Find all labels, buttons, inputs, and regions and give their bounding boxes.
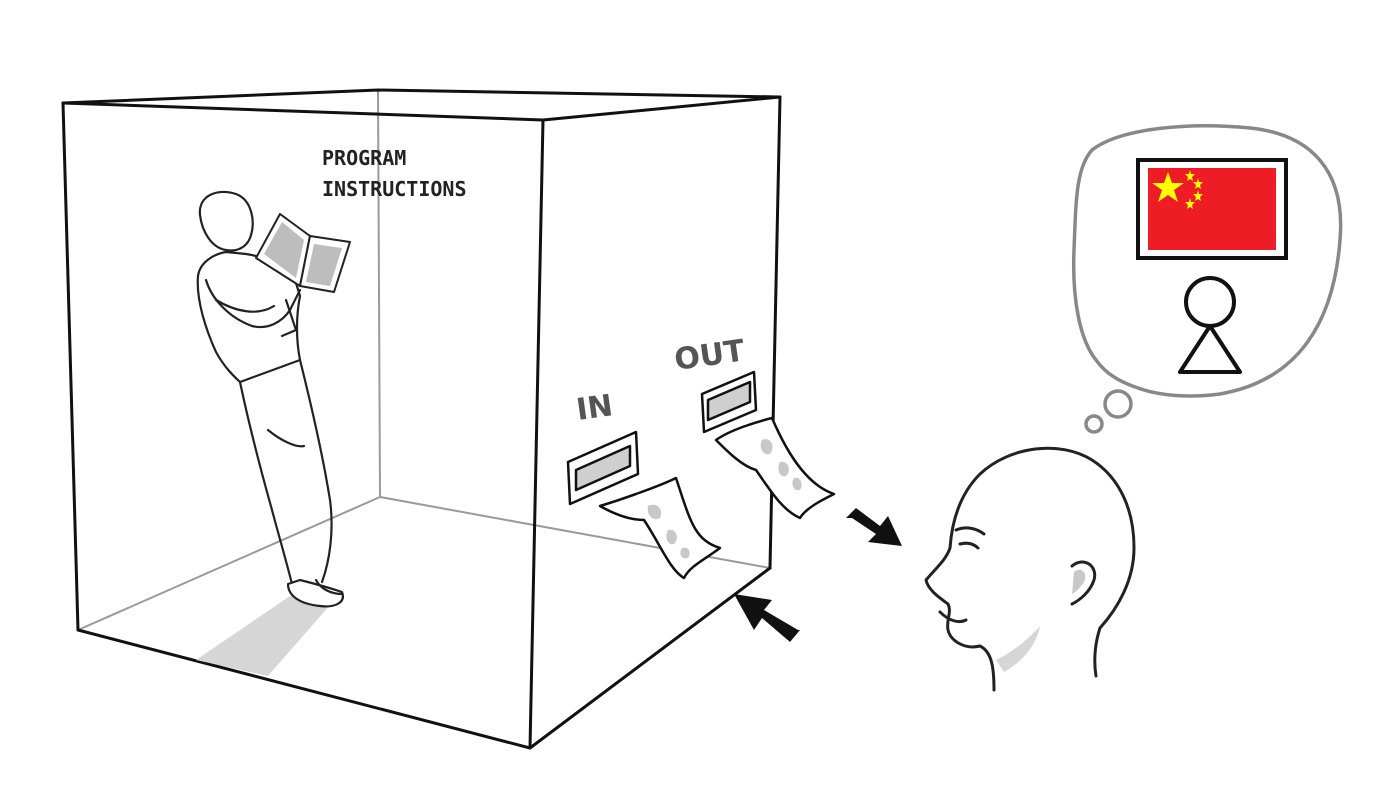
slot-out bbox=[700, 370, 758, 434]
neck-shade bbox=[996, 626, 1040, 672]
input-note bbox=[598, 476, 722, 580]
reading-person bbox=[196, 190, 344, 608]
room-box bbox=[61, 88, 782, 750]
ear-shade bbox=[1072, 569, 1086, 594]
slot-in bbox=[566, 430, 640, 506]
output-note bbox=[714, 416, 836, 520]
program-label-line2: INSTRUCTIONS bbox=[322, 177, 467, 201]
observer-head bbox=[924, 446, 1136, 692]
floor-shadow bbox=[196, 596, 330, 676]
person-icon bbox=[1178, 276, 1242, 374]
instruction-book bbox=[255, 213, 351, 293]
arrow-to-room-icon bbox=[734, 594, 800, 642]
china-flag-icon bbox=[1136, 158, 1288, 260]
arrow-to-person-icon bbox=[846, 508, 902, 546]
slot-in-label: IN bbox=[574, 388, 615, 428]
slot-out-label: OUT bbox=[672, 333, 747, 378]
program-label-line1: PROGRAM bbox=[322, 146, 406, 170]
